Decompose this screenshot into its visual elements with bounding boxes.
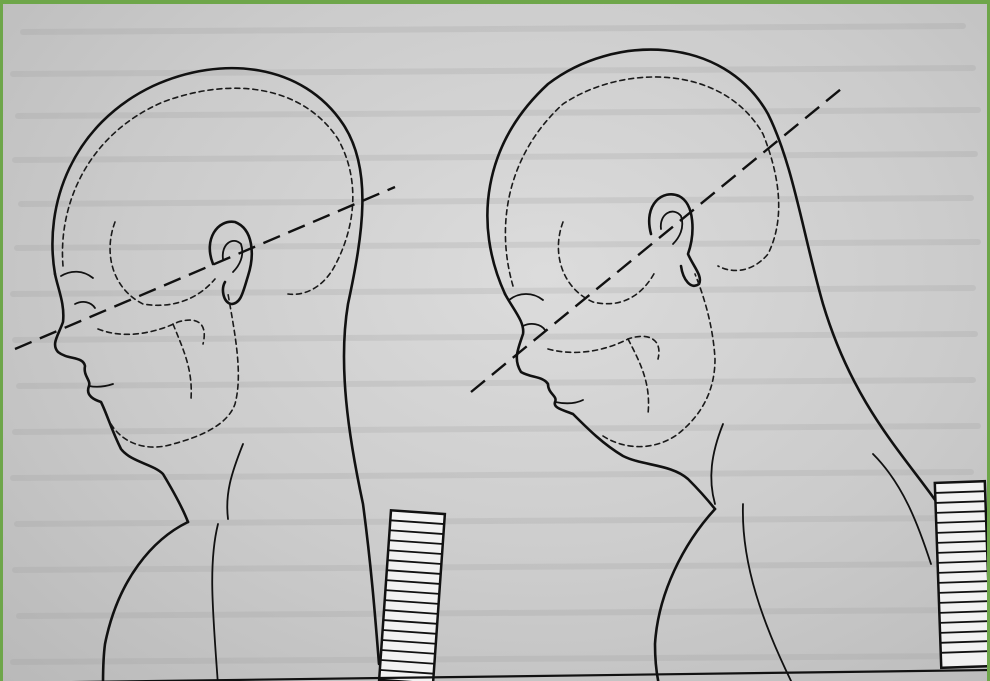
forward-zygoma-outline xyxy=(548,336,659,359)
upright-face-profile xyxy=(55,274,188,522)
ground-line xyxy=(3,670,990,681)
forward-head-figure xyxy=(471,50,990,681)
upright-mouth xyxy=(89,384,113,387)
forward-shoulder-outline xyxy=(655,509,715,681)
upright-support-block xyxy=(379,510,445,681)
forward-jaw-outline xyxy=(603,274,715,447)
upright-eyebrow xyxy=(61,272,93,278)
forward-support-block xyxy=(935,481,990,668)
forward-reference-line xyxy=(471,89,841,392)
posture-diagram xyxy=(3,4,990,681)
upright-head-outline xyxy=(52,68,379,664)
upright-zygoma-outline xyxy=(98,320,204,344)
upright-throat-line xyxy=(227,444,243,519)
forward-eye xyxy=(523,324,545,330)
upright-neck-muscle xyxy=(212,524,218,681)
upright-mandible-notch xyxy=(173,324,191,399)
upright-orbit-outline xyxy=(110,222,215,305)
upright-reference-line xyxy=(15,187,395,349)
forward-head-outline xyxy=(487,50,965,664)
forward-throat-line xyxy=(711,424,723,504)
forward-mouth xyxy=(555,400,583,403)
upright-jaw-outline xyxy=(111,294,238,447)
forward-neck-back-line xyxy=(873,454,931,564)
forward-skull-outline xyxy=(505,77,778,286)
forward-ear xyxy=(649,194,700,285)
upright-ear-inner xyxy=(223,241,243,272)
forward-eyebrow xyxy=(509,294,543,300)
forward-neck-muscle xyxy=(743,504,793,681)
upright-head-figure xyxy=(15,68,445,681)
forward-face-profile xyxy=(505,294,715,509)
upright-eye xyxy=(75,302,95,308)
forward-mandible-notch xyxy=(628,339,649,414)
forward-orbit-outline xyxy=(558,222,655,304)
upright-shoulder-outline xyxy=(103,522,188,681)
